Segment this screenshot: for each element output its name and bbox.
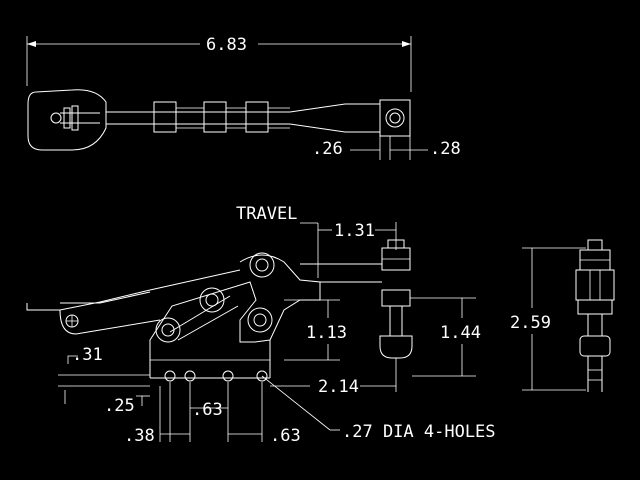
hole-note-leader — [261, 375, 331, 431]
side-view: TRAVEL 1.31 — [26, 204, 496, 446]
dim-26-label: .26 — [312, 139, 343, 159]
height-pivot-label: 1.13 — [306, 323, 347, 343]
base-height-label: .31 — [72, 345, 103, 365]
top-link — [239, 254, 321, 360]
overall-length-label: 6.83 — [206, 35, 247, 55]
top-view: 6.83 .26 .28 — [26, 35, 461, 160]
end-block — [379, 99, 411, 137]
end-view: 2.59 — [510, 239, 615, 392]
arrow-left — [27, 41, 36, 47]
lever-lower-edge — [59, 309, 161, 335]
grip-hole — [50, 112, 62, 124]
bar-nut-3 — [245, 101, 269, 133]
bar-nut-2 — [203, 101, 227, 133]
end-cap — [587, 239, 603, 251]
link-bar-b — [177, 305, 239, 341]
center-pivot-inner — [205, 293, 219, 307]
travel-label: TRAVEL — [236, 204, 297, 224]
lower-pivot-outer — [155, 317, 181, 343]
hole-spacing-b-label: .63 — [270, 426, 301, 446]
center-pivot-outer — [199, 287, 225, 313]
hole-1 — [164, 370, 176, 382]
top-pivot-outer — [249, 252, 275, 278]
handle-grip — [27, 89, 107, 151]
hole-2 — [184, 370, 196, 382]
hole-note-label: .27 DIA 4-HOLES — [342, 422, 496, 442]
lever-top-line — [60, 291, 151, 304]
end-hole-outer — [385, 108, 405, 128]
dim-28-label: .28 — [430, 139, 461, 159]
base-length-label: 2.14 — [318, 377, 359, 397]
lower-pivot-inner — [161, 323, 175, 337]
bar-taper — [289, 103, 380, 133]
offset-left-label: .25 — [104, 396, 135, 416]
lever-upper-edge — [26, 269, 241, 311]
end-lower-nut — [577, 299, 613, 315]
link-bar-a — [169, 295, 231, 333]
hole-4 — [256, 370, 268, 382]
spindle-lower-nut — [381, 289, 411, 307]
base-pivot-inner — [253, 313, 267, 327]
end-pad — [579, 335, 611, 357]
base-pivot-outer — [247, 307, 273, 333]
dim-31-mark — [67, 355, 78, 364]
dim-25-mark — [136, 395, 143, 406]
hole-spacing-a-label: .63 — [192, 400, 223, 420]
end-arm-block — [575, 269, 615, 301]
spindle-cap — [387, 239, 405, 249]
body-outline — [149, 281, 271, 360]
hole-offset-label: .38 — [124, 426, 155, 446]
arrow-right — [402, 41, 411, 47]
grip-nut — [63, 105, 79, 131]
bar-nut-1 — [153, 101, 177, 133]
height-spindle-label: 1.44 — [440, 323, 481, 343]
side-height-label: 2.59 — [510, 313, 551, 333]
hole-3 — [222, 370, 234, 382]
spindle-pad — [379, 335, 413, 359]
travel-value-label: 1.31 — [334, 221, 375, 241]
top-pivot-inner — [255, 258, 269, 272]
end-hole-inner — [389, 112, 401, 124]
